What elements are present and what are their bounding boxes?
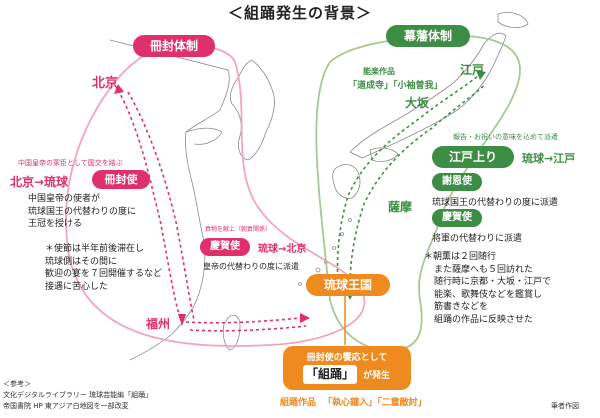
noh-titles: 「道成寺」「小袖曽我」 [348, 81, 443, 91]
author-credit: 筆者作図 [551, 402, 579, 410]
beijing-label: 北京 [92, 76, 119, 91]
congratulatory-envoy-china-badge: 慶賀使 [200, 238, 250, 256]
tribute-note: 貢物を献上（朝貢関係） [205, 226, 272, 233]
ryukyu-edo-route: 琉球→江戸 [522, 152, 576, 165]
chokun-note: ＊朝薫は２回随行 また薩摩へも５回訪れた 随行時に京都・大坂・江戸で 能楽、歌舞… [424, 252, 552, 325]
reference-block: ＜参考＞ 文化デジタルライブラリー 琉球芸能編「組踊」 帝国書院 HP 東アジア… [3, 379, 152, 412]
purpose-note: 報告・お祝いの意味を込めて派遣 [453, 133, 558, 141]
origin-suffix: が発生 [363, 371, 391, 381]
tribute-description: 皇帝の代替わりの度に派遣 [203, 262, 299, 271]
kumiodori-origin-box: 冊封使の饗応として 「組踊」 が発生 [283, 346, 411, 390]
investiture-arrowheads [114, 84, 310, 326]
satsuma-label: 薩摩 [388, 200, 413, 214]
investiture-envoy-badge: 冊封使 [92, 170, 150, 189]
envoy-description: 中国皇帝の使者が 琉球国王の代替わりの度に 王冠を授ける [28, 194, 137, 229]
kumiodori-highlight: 「組踊」 [303, 365, 357, 384]
kumiodori-works: 組踊作品 「執心鐘入」「二童敵討」 [280, 398, 427, 408]
shogunate-system-badge: 幕藩体制 [386, 25, 470, 47]
beijing-ryukyu-route: 北京→琉球 [10, 175, 69, 189]
origin-text: 冊封使の饗応として [306, 353, 388, 363]
reference-header: ＜参考＞ [3, 380, 31, 388]
gratitude-envoy-badge: 謝恩使 [432, 173, 482, 191]
diplomacy-note: 中国皇帝の冢臣として国交を結ぶ [18, 159, 123, 167]
ryukyu-kingdom-badge: 琉球王国 [306, 274, 390, 296]
envoy-stay-note: ＊使節は半年前後滞在し 琉球側はその間に 歓迎の宴を７回開催するなど 接遇に苦心… [45, 244, 163, 292]
investiture-system-badge: 冊封体制 [133, 35, 215, 57]
edo-nobori-badge: 江戸上り [432, 146, 514, 168]
reference-line-1: 文化デジタルライブラリー 琉球芸能編「組踊」 [3, 391, 153, 399]
fuzhou-label: 福州 [146, 317, 171, 331]
congratulatory-envoy-desc: 将軍の代替わりに派遣 [432, 234, 523, 244]
congratulatory-envoy-edo-badge: 慶賀使 [432, 209, 482, 227]
diagram-title: ＜組踊発生の背景＞ [227, 4, 372, 22]
ryukyu-beijing-route: 琉球→北京 [258, 244, 307, 255]
edo-route-arrows [336, 75, 487, 289]
noh-label: 能楽作品 [363, 67, 395, 76]
investiture-route-arrows [117, 89, 307, 332]
reference-line-2: 帝国書院 HP 東アジア白地図を一部改変 [3, 402, 129, 410]
gratitude-envoy-desc: 琉球国王の代替わりの度に派遣 [432, 198, 559, 208]
edo-label: 江戸 [460, 63, 485, 77]
investiture-region-outline [65, 44, 366, 347]
osaka-label: 大坂 [405, 96, 430, 110]
